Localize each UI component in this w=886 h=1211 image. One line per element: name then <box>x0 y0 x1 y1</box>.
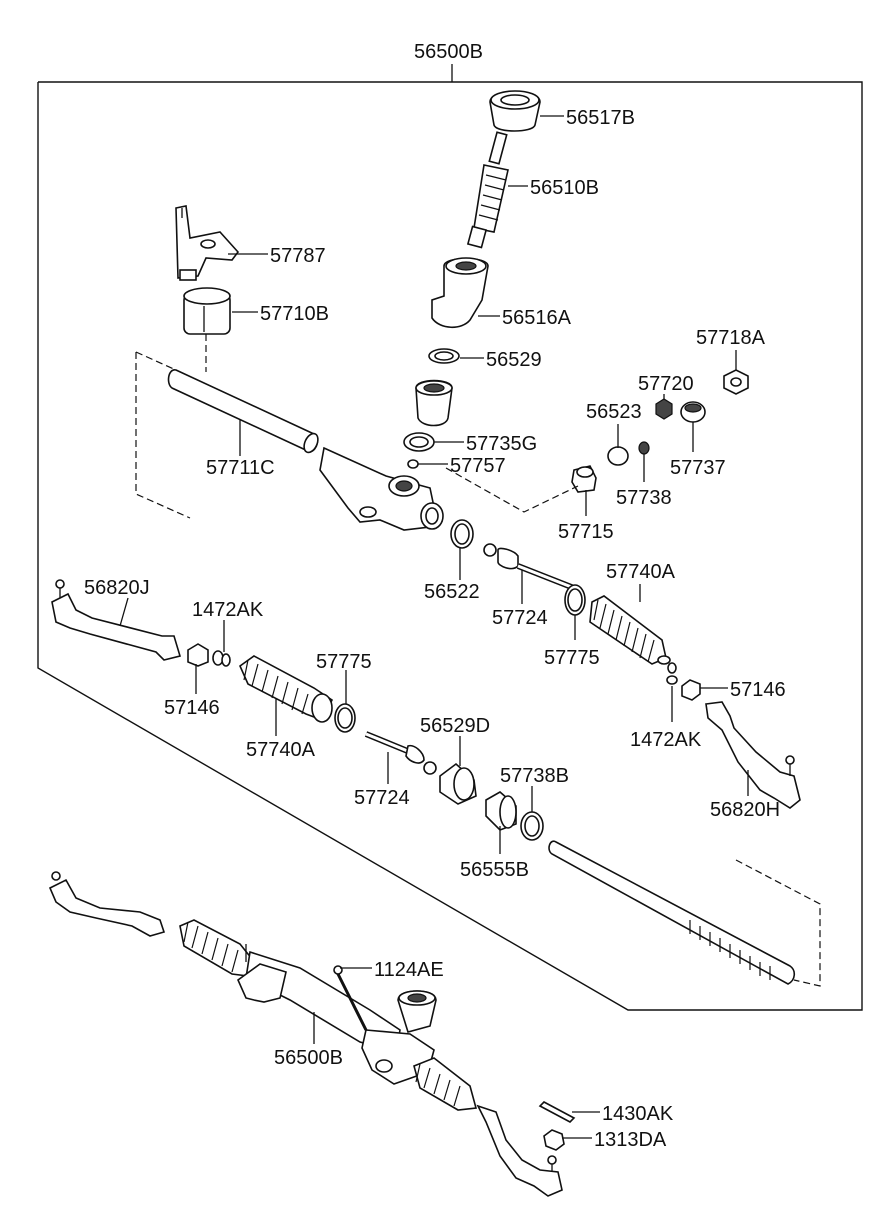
rack-bushing-part <box>183 287 231 335</box>
label-1430ak: 1430AK <box>602 1103 674 1125</box>
clip-1472ak-right-part <box>666 662 678 685</box>
label-57775-left: 57775 <box>316 651 372 673</box>
reference-lines <box>135 334 821 987</box>
label-56517b: 56517B <box>566 107 635 129</box>
nut-57718a-part <box>723 369 749 395</box>
label-56522: 56522 <box>424 581 480 603</box>
label-56820j: 56820J <box>84 577 150 599</box>
label-57711c: 57711C <box>206 457 275 479</box>
label-56510b: 56510B <box>530 177 599 199</box>
boot-right-part <box>589 595 671 665</box>
leader-lines <box>119 115 749 1139</box>
rack-bar-part <box>548 840 796 985</box>
bushing-56555b-part <box>485 791 517 831</box>
label-56820h: 56820H <box>710 799 780 821</box>
label-57740a-right: 57740A <box>606 561 676 583</box>
label-1472ak-right: 1472AK <box>630 729 702 751</box>
cotter-pin-part <box>538 1101 576 1123</box>
label-57146-left: 57146 <box>164 697 220 719</box>
label-57740a-left: 57740A <box>246 739 316 761</box>
label-56516a: 56516A <box>502 307 572 329</box>
label-57724-right: 57724 <box>492 607 548 629</box>
boot-left-part <box>239 655 334 723</box>
outer-tie-rod-left-part <box>51 579 182 661</box>
label-56555b: 56555B <box>460 859 529 881</box>
nut-57720-part <box>655 398 673 420</box>
clamp-57775-right-part <box>564 584 586 616</box>
label-56500b-top: 56500B <box>414 41 483 63</box>
inner-tie-rod-right-part <box>483 543 576 591</box>
nut-57146-left-part <box>187 643 209 667</box>
label-57710b: 57710B <box>260 303 329 325</box>
o-ring-57757-part <box>407 459 419 469</box>
inner-tie-rod-left-part <box>364 731 437 775</box>
label-57738: 57738 <box>616 487 672 509</box>
label-57724-left: 57724 <box>354 787 410 809</box>
label-57738b: 57738B <box>500 765 569 787</box>
label-57735g: 57735G <box>466 433 537 455</box>
label-56529: 56529 <box>486 349 542 371</box>
part-number-labels: 56500B 56517B 56510B 57787 57710B 56516A… <box>84 41 786 1151</box>
label-56529d: 56529D <box>420 715 490 737</box>
label-57775-right: 57775 <box>544 647 600 669</box>
label-57787: 57787 <box>270 245 326 267</box>
screw-57738-part <box>638 441 650 455</box>
pinion-cap-part <box>489 90 541 132</box>
label-57146-right: 57146 <box>730 679 786 701</box>
label-57718a: 57718A <box>696 327 766 349</box>
outer-tie-rod-right-part <box>705 701 801 809</box>
yoke-57715-part <box>571 465 597 493</box>
ring-57735g-part <box>403 432 435 452</box>
label-1313da: 1313DA <box>594 1129 667 1151</box>
ring-57738b-part <box>520 811 544 841</box>
label-57715: 57715 <box>558 521 614 543</box>
clip-1472ak-left-part <box>212 650 231 667</box>
label-1124ae: 1124AE <box>374 959 444 981</box>
complete-steering-gear-assembly <box>48 871 563 1197</box>
label-1472ak-left: 1472AK <box>192 599 264 621</box>
nut-57146-right-part <box>681 679 701 701</box>
label-56500b-bottom: 56500B <box>274 1047 343 1069</box>
assembly-frame <box>37 64 863 1011</box>
rack-tube-part <box>167 369 319 454</box>
disk-56523-part <box>607 446 629 466</box>
clamp-57775-left-part <box>334 703 356 733</box>
mounting-bracket-part <box>175 205 240 281</box>
seal-56529-part <box>428 348 460 364</box>
label-57757: 57757 <box>450 455 506 477</box>
valve-housing-part <box>431 257 489 329</box>
ring-56522-part <box>450 519 474 549</box>
label-57720: 57720 <box>638 373 694 395</box>
rack-housing-part <box>319 446 444 531</box>
pinion-shaft-part <box>466 131 509 249</box>
castle-nut-part <box>543 1129 565 1151</box>
cap-57737-part <box>680 401 706 423</box>
pinion-bearing-part <box>415 379 453 427</box>
label-56523: 56523 <box>586 401 642 423</box>
label-57737: 57737 <box>670 457 726 479</box>
bushing-56529d-part <box>439 762 477 805</box>
